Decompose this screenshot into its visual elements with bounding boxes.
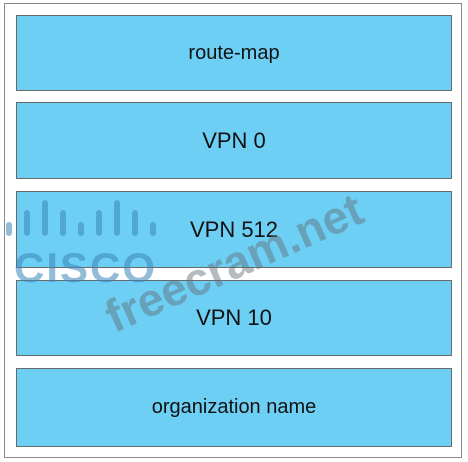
- layer-label: organization name: [151, 396, 317, 418]
- layer-label: route-map: [188, 41, 280, 64]
- layer-box-route-map: route-map: [16, 15, 452, 91]
- layer-box-organization-name: organization name: [16, 368, 452, 447]
- layer-label: VPN 512: [189, 216, 279, 242]
- layer-label: VPN 10: [196, 305, 272, 330]
- layer-box-vpn-10: VPN 10: [16, 280, 452, 356]
- layer-box-vpn-512: VPN 512: [16, 191, 452, 268]
- layer-label: VPN 0: [202, 127, 266, 153]
- layer-box-vpn-0: VPN 0: [16, 102, 452, 179]
